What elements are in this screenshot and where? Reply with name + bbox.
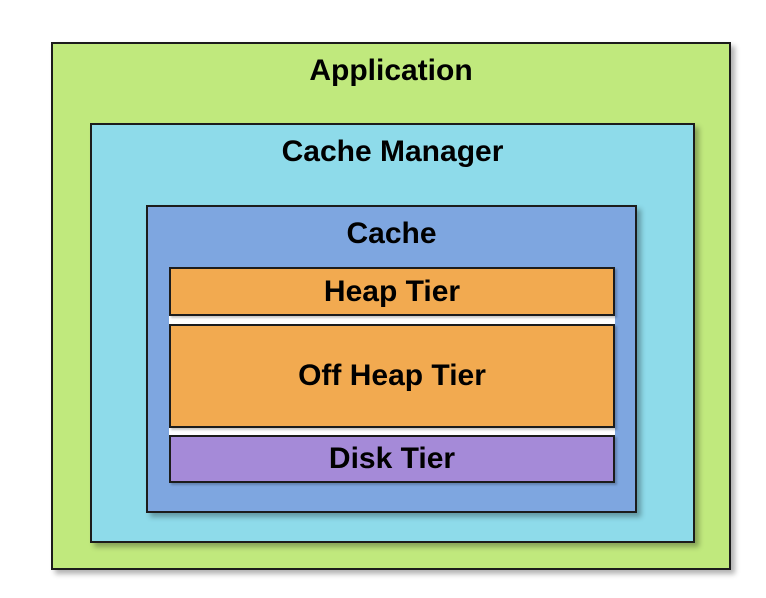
tier-stack: Heap Tier Off Heap Tier Disk Tier [169,267,615,483]
application-box: Application Cache Manager Cache Heap Tie… [51,42,731,570]
application-label: Application [309,54,473,87]
heap-tier-box: Heap Tier [169,267,615,316]
cache-manager-label: Cache Manager [281,135,504,168]
cache-manager-box: Cache Manager Cache Heap Tier Off Heap T… [90,123,695,543]
off-heap-tier-label: Off Heap Tier [298,358,486,392]
off-heap-tier-box: Off Heap Tier [169,323,615,428]
heap-tier-label: Heap Tier [323,274,461,308]
disk-tier-label: Disk Tier [328,442,456,475]
disk-tier-box: Disk Tier [169,435,615,483]
cache-box: Cache Heap Tier Off Heap Tier Disk Tier [146,205,637,513]
cache-label: Cache [346,217,437,250]
